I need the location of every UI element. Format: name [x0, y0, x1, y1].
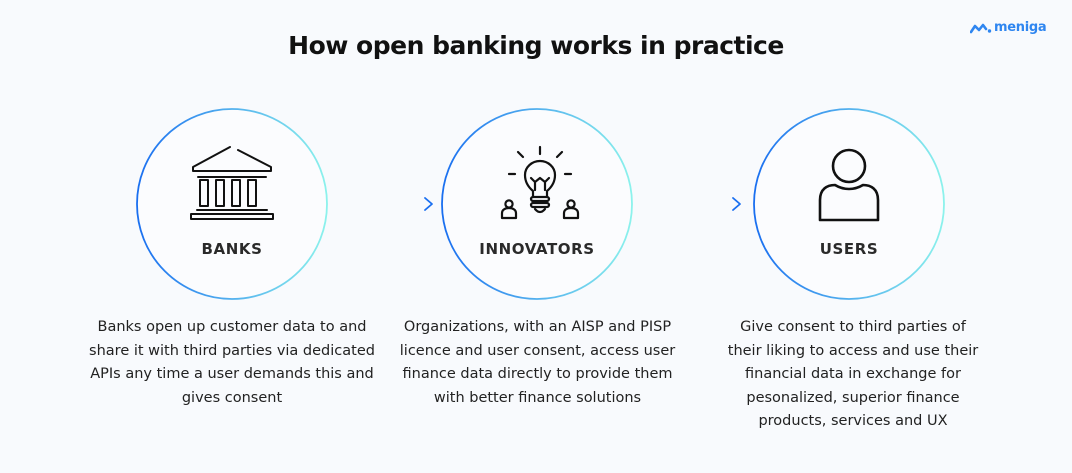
meniga-logo-icon [970, 23, 992, 33]
description-banks: Banks open up customer data to and share… [89, 319, 375, 406]
lightbulb-people-icon [500, 145, 580, 220]
users-circle [753, 108, 945, 300]
node-label-banks: BANKS [201, 240, 263, 258]
description-users: Give consent to third parties of their l… [727, 319, 979, 429]
bank-icon [190, 146, 274, 220]
brand-name: meniga [994, 20, 1047, 35]
arrow-innovators-to-users [632, 197, 741, 211]
node-label-users: USERS [819, 240, 879, 258]
meniga-logo: meniga [970, 20, 1047, 35]
user-icon [818, 148, 880, 222]
page-title: How open banking works in practice [288, 31, 784, 60]
arrow-banks-to-innovators [327, 197, 433, 211]
description-innovators: Organizations, with an AISP and PISP lic… [399, 319, 676, 406]
node-label-innovators: INNOVATORS [479, 240, 595, 258]
